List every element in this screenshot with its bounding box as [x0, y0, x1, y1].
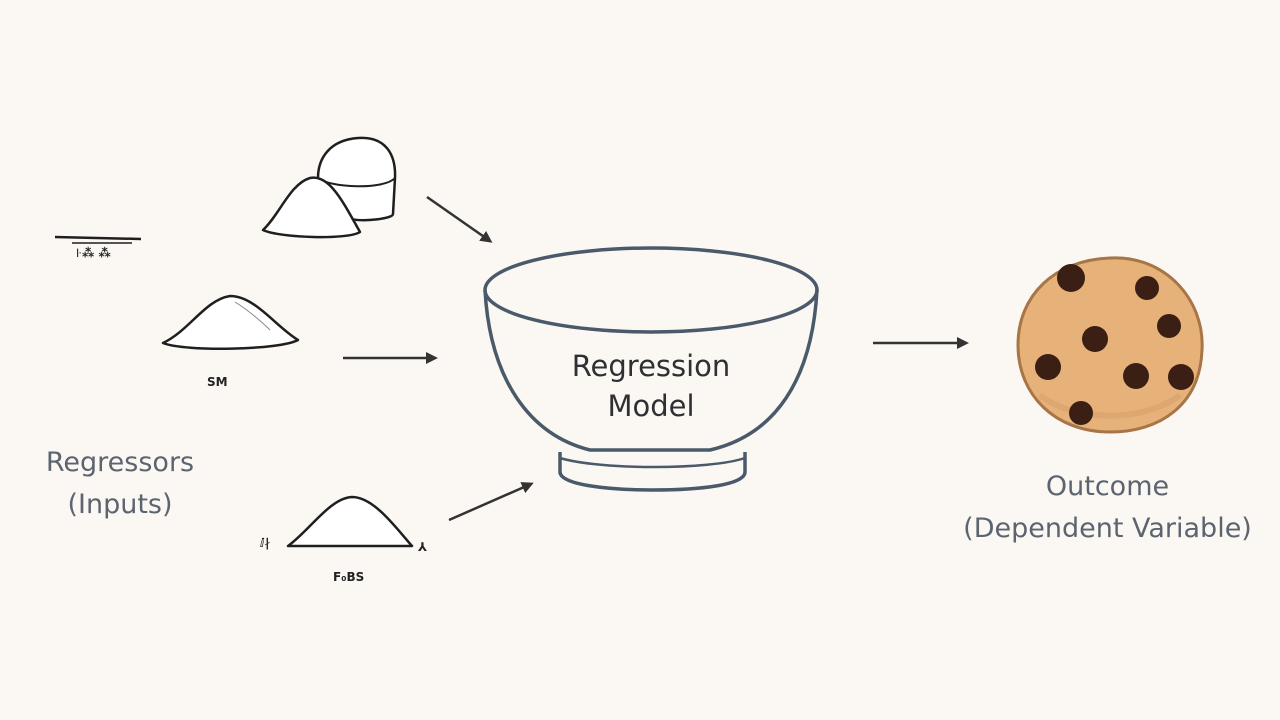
arrow-top-to-model	[426, 195, 493, 243]
model-label: Regression Model	[551, 346, 751, 426]
middle-ingredient-caption: SM	[207, 375, 228, 389]
outcome-label: Outcome (Dependent Variable)	[935, 466, 1280, 550]
regressors-subtitle: (Inputs)	[67, 489, 173, 520]
regressors-title: Regressors	[45, 447, 195, 478]
chocolate-chip	[1168, 364, 1194, 390]
chocolate-chip	[1135, 276, 1159, 300]
outcome-subtitle: (Dependent Variable)	[963, 513, 1252, 544]
cookie-icon	[1016, 256, 1204, 434]
bottom-ingredient-caption: F₀BS	[333, 570, 365, 584]
chocolate-chip	[1057, 264, 1085, 292]
flour-mound-bottom-icon	[286, 495, 414, 548]
mixing-bowl-icon	[483, 246, 819, 492]
bottom-left-mark: ⅈ∤	[260, 536, 271, 550]
model-title: Regression	[571, 349, 731, 383]
chocolate-chip	[1069, 401, 1093, 425]
model-subtitle: Model	[607, 389, 695, 423]
bottom-right-mark: ⅄	[418, 540, 428, 554]
flour-mound-icon	[161, 294, 300, 350]
arrow-bottom-to-model	[448, 482, 534, 522]
scribble-mark	[54, 235, 142, 244]
chocolate-chip	[1082, 326, 1108, 352]
regressors-label: Regressors (Inputs)	[20, 442, 220, 526]
chocolate-chip	[1123, 363, 1149, 389]
chocolate-chip	[1035, 354, 1061, 380]
outcome-title: Outcome	[1045, 471, 1170, 502]
flour-pile-icon	[261, 176, 362, 239]
scribble-caption: ꜏⁂ ⁂	[76, 246, 111, 260]
chocolate-chip	[1157, 314, 1181, 338]
